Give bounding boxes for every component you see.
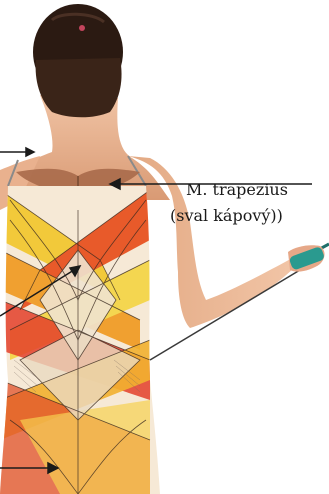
torso-muscle-map bbox=[0, 186, 170, 494]
hand-with-band bbox=[288, 245, 325, 271]
head bbox=[33, 4, 123, 117]
muscle-name-translation-label: (sval kápový)) bbox=[170, 206, 283, 226]
muscle-name-label: M. trapezius bbox=[186, 180, 288, 200]
